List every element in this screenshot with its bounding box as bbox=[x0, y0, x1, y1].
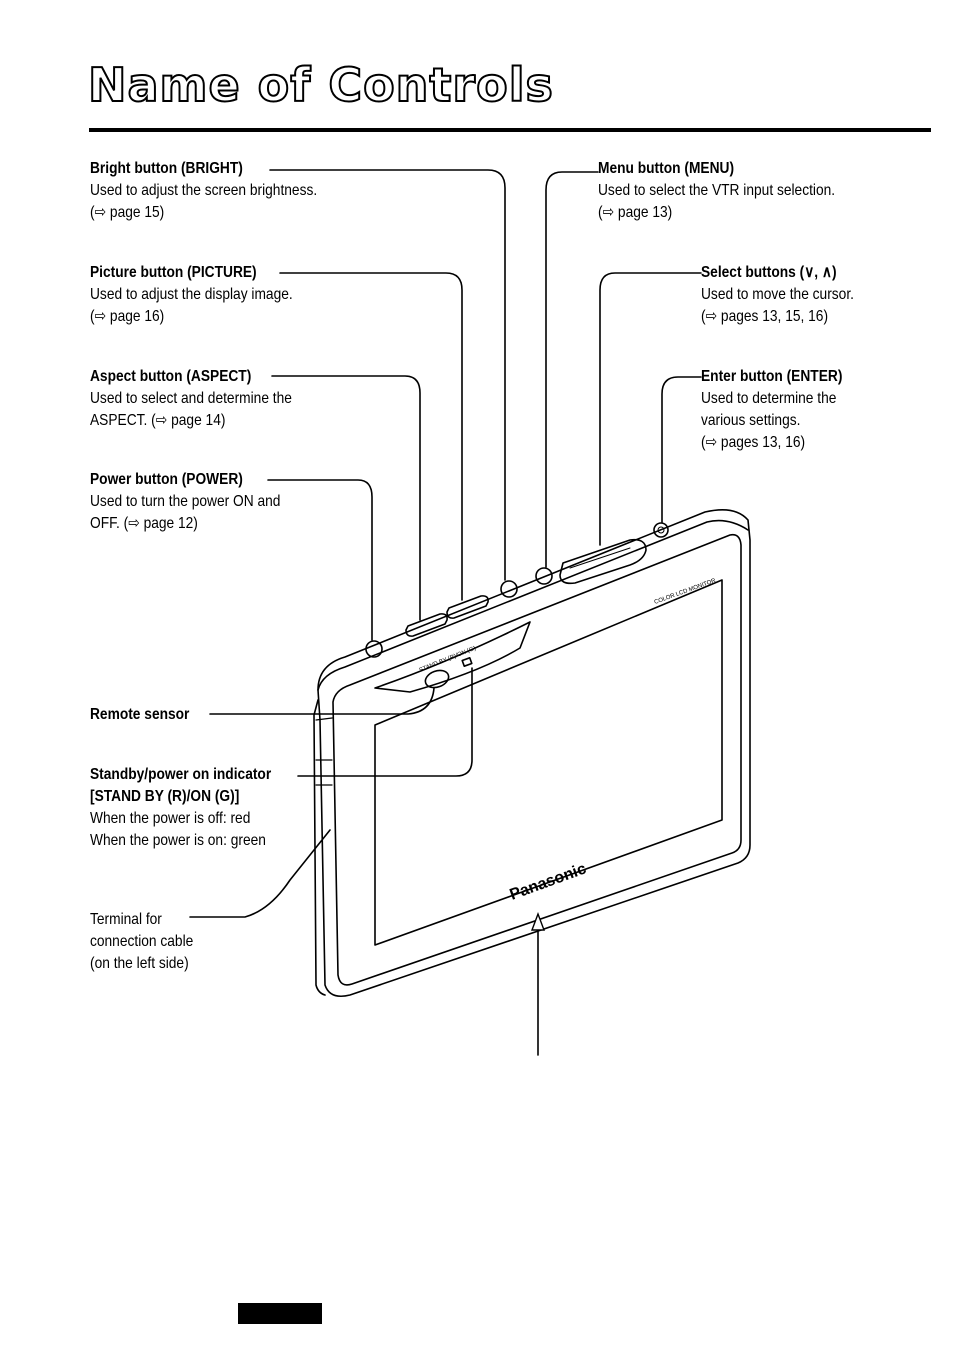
aspect-leader bbox=[271, 375, 421, 621]
monitor-outline bbox=[317, 509, 751, 998]
aspect-button bbox=[405, 613, 448, 637]
terminal-label: Terminal for connection cable (on the le… bbox=[90, 909, 193, 975]
remote-heading: Remote sensor bbox=[90, 706, 190, 723]
terminal-line-1: Terminal for bbox=[90, 911, 162, 928]
bright-button-label: Bright button (BRIGHT) Used to adjust th… bbox=[90, 158, 317, 224]
enter-leader bbox=[661, 376, 702, 523]
picture-leader bbox=[279, 272, 463, 601]
title-rule bbox=[89, 128, 931, 132]
remote-leader bbox=[209, 687, 435, 715]
aspect-desc-1: Used to select and determine the bbox=[90, 390, 292, 407]
select-desc: Used to move the cursor. bbox=[701, 286, 854, 303]
brand-logo: Panasonic bbox=[508, 860, 589, 903]
standby-heading: Standby/power on indicator bbox=[90, 766, 272, 783]
enter-ref: (⇨ pages 13, 16) bbox=[701, 434, 806, 451]
select-ref: (⇨ pages 13, 15, 16) bbox=[701, 308, 829, 325]
monitor-top-edge bbox=[317, 519, 749, 691]
enter-button bbox=[653, 522, 669, 538]
power-desc-1: Used to turn the power ON and bbox=[90, 493, 281, 510]
brand-arrow bbox=[530, 912, 546, 931]
picture-button bbox=[446, 595, 489, 619]
remote-sensor bbox=[424, 669, 450, 689]
monitor-left-side bbox=[313, 699, 326, 996]
enter-button-label: Enter button (ENTER) Used to determine t… bbox=[701, 366, 842, 454]
terminal-line-2: connection cable bbox=[90, 933, 194, 950]
select-buttons bbox=[559, 538, 647, 585]
page-number-box bbox=[238, 1303, 322, 1324]
power-desc-2: OFF. (⇨ page 12) bbox=[90, 515, 198, 532]
bright-desc: Used to adjust the screen brightness. bbox=[90, 182, 318, 199]
monitor-screen bbox=[374, 579, 723, 946]
power-button bbox=[365, 640, 383, 658]
bright-button bbox=[500, 580, 518, 598]
aspect-button-label: Aspect button (ASPECT) Used to select an… bbox=[90, 366, 292, 432]
bright-heading: Bright button (BRIGHT) bbox=[90, 160, 243, 177]
picture-heading: Picture button (PICTURE) bbox=[90, 264, 257, 281]
aspect-desc-2: ASPECT. (⇨ page 14) bbox=[90, 412, 226, 429]
standby-panel-text: STAND BY (R)/ON (G) bbox=[419, 646, 477, 674]
menu-button-label: Menu button (MENU) Used to select the VT… bbox=[598, 158, 835, 224]
standby-indicator-label: Standby/power on indicator [STAND BY (R)… bbox=[90, 764, 271, 852]
standby-indicator bbox=[461, 657, 473, 667]
standby-heading-2: [STAND BY (R)/ON (G)] bbox=[90, 788, 240, 805]
page-title: Name of Controls bbox=[87, 58, 554, 112]
model-text: COLOR LCD MONITOR bbox=[654, 578, 718, 606]
menu-leader bbox=[545, 171, 599, 568]
picture-desc: Used to adjust the display image. bbox=[90, 286, 293, 303]
enter-desc-1: Used to determine the bbox=[701, 390, 837, 407]
select-leader bbox=[599, 272, 702, 546]
menu-ref: (⇨ page 13) bbox=[598, 204, 673, 221]
picture-ref: (⇨ page 16) bbox=[90, 308, 165, 325]
select-heading: Select buttons (∨, ∧) bbox=[701, 264, 837, 281]
bright-leader bbox=[269, 169, 506, 581]
standby-desc-1: When the power is off: red bbox=[90, 810, 251, 827]
picture-button-label: Picture button (PICTURE) Used to adjust … bbox=[90, 262, 293, 328]
menu-heading: Menu button (MENU) bbox=[598, 160, 735, 177]
sensor-panel bbox=[374, 621, 531, 693]
terminal-leader bbox=[189, 829, 331, 918]
bright-ref: (⇨ page 15) bbox=[90, 204, 165, 221]
standby-leader bbox=[297, 667, 473, 777]
menu-button bbox=[535, 567, 553, 585]
enter-heading: Enter button (ENTER) bbox=[701, 368, 843, 385]
standby-desc-2: When the power is on: green bbox=[90, 832, 266, 849]
terminal-line-3: (on the left side) bbox=[90, 955, 189, 972]
enter-desc-2: various settings. bbox=[701, 412, 801, 429]
aspect-heading: Aspect button (ASPECT) bbox=[90, 368, 252, 385]
power-leader bbox=[267, 479, 373, 641]
monitor-bezel bbox=[332, 533, 742, 986]
menu-desc: Used to select the VTR input selection. bbox=[598, 182, 836, 199]
power-button-label: Power button (POWER) Used to turn the po… bbox=[90, 469, 280, 535]
power-heading: Power button (POWER) bbox=[90, 471, 243, 488]
remote-sensor-label: Remote sensor bbox=[90, 704, 189, 726]
select-buttons-label: Select buttons (∨, ∧) Used to move the c… bbox=[701, 262, 854, 328]
